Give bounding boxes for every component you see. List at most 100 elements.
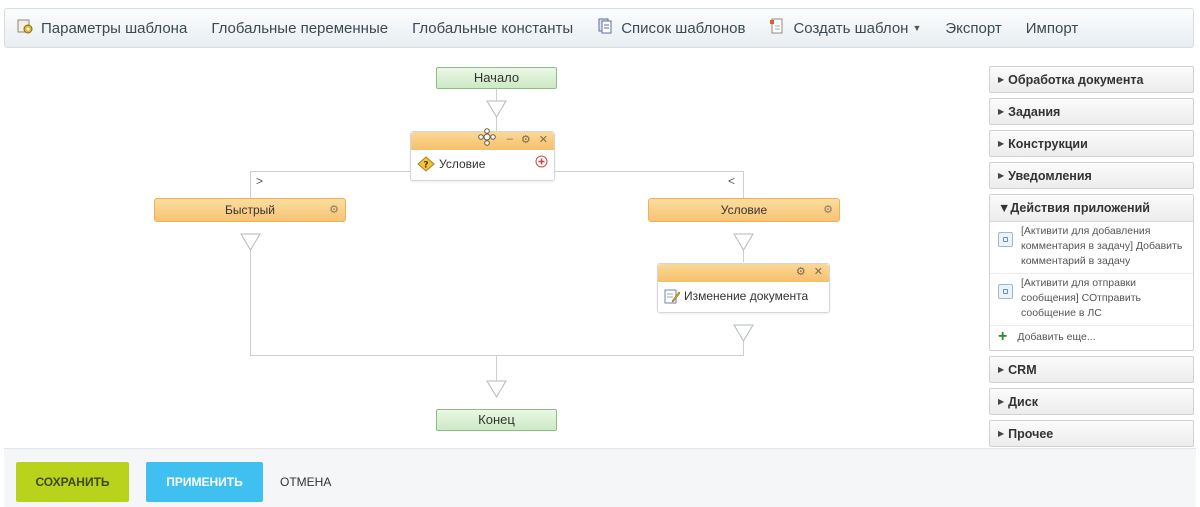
edit-document-icon bbox=[664, 289, 680, 304]
branch-fast-label: Быстрый bbox=[225, 203, 275, 217]
close-icon[interactable]: ✕ bbox=[538, 134, 548, 146]
gear-icon[interactable]: ⚙ bbox=[329, 204, 339, 216]
start-node[interactable]: Начало bbox=[436, 67, 557, 89]
export-label: Экспорт bbox=[945, 19, 1002, 37]
section-tasks[interactable]: ▶Задания bbox=[989, 98, 1194, 125]
section-label: Действия приложений bbox=[1010, 201, 1150, 215]
section-label: Конструкции bbox=[1008, 136, 1088, 151]
arrow-down-icon bbox=[486, 380, 507, 398]
section-other[interactable]: ▶Прочее bbox=[989, 420, 1194, 447]
template-list-icon bbox=[597, 18, 613, 38]
section-constructions[interactable]: ▶Конструкции bbox=[989, 130, 1194, 157]
cancel-button[interactable]: ОТМЕНА bbox=[280, 475, 332, 489]
activity-icon bbox=[998, 284, 1013, 299]
template-list-button[interactable]: Список шаблонов bbox=[585, 9, 757, 47]
section-label: Уведомления bbox=[1008, 168, 1092, 183]
template-list-label: Список шаблонов bbox=[621, 19, 746, 37]
section-label: Прочее bbox=[1008, 426, 1054, 441]
section-label: Задания bbox=[1008, 104, 1061, 119]
move-icon[interactable] bbox=[478, 128, 496, 146]
condition-icon: ? bbox=[417, 156, 435, 172]
triangle-right-icon: ▶ bbox=[998, 171, 1005, 180]
block-header[interactable]: ⚙ ✕ bbox=[658, 264, 829, 282]
activity-label: [Активити для добавления комментария в з… bbox=[1021, 225, 1183, 267]
activity-item[interactable]: [Активити для добавления комментария в з… bbox=[990, 222, 1193, 274]
document-change-block[interactable]: ⚙ ✕ Изменение документа bbox=[657, 263, 830, 313]
workflow-canvas[interactable]: Начало – ⚙ ✕ ? Условие > < Быстрый ⚙ bbox=[0, 52, 985, 444]
connector-line bbox=[743, 340, 744, 355]
close-icon[interactable]: ✕ bbox=[813, 266, 823, 278]
section-label: CRM bbox=[1008, 362, 1037, 377]
document-change-label: Изменение документа bbox=[684, 289, 809, 303]
create-template-label: Создать шаблон bbox=[793, 19, 909, 37]
end-node[interactable]: Конец bbox=[436, 409, 557, 431]
global-constants-button[interactable]: Глобальные константы bbox=[400, 9, 585, 47]
gear-icon[interactable]: ⚙ bbox=[823, 204, 833, 216]
template-settings-label: Параметры шаблона bbox=[41, 19, 188, 37]
arrow-down-icon bbox=[486, 100, 507, 118]
connector-line bbox=[555, 171, 743, 172]
template-settings-icon bbox=[17, 18, 33, 38]
section-app-actions: ▼Действия приложений [Активити для добав… bbox=[989, 194, 1194, 351]
activity-icon bbox=[998, 232, 1013, 247]
section-document-processing[interactable]: ▶Обработка документа bbox=[989, 66, 1194, 93]
section-crm[interactable]: ▶CRM bbox=[989, 356, 1194, 383]
connector-line bbox=[743, 248, 744, 262]
triangle-right-icon: ▶ bbox=[998, 429, 1005, 438]
branch-marker-left: > bbox=[256, 174, 264, 188]
block-header[interactable]: – ⚙ ✕ bbox=[411, 128, 554, 150]
apply-button[interactable]: ПРИМЕНИТЬ bbox=[146, 462, 263, 502]
activity-item[interactable]: [Активити для отправки сообщения] СОтпра… bbox=[990, 274, 1193, 326]
activities-panel: ▶Обработка документа ▶Задания ▶Конструкц… bbox=[989, 66, 1194, 452]
arrow-down-icon bbox=[240, 233, 261, 251]
section-notifications[interactable]: ▶Уведомления bbox=[989, 162, 1194, 189]
branch-condition[interactable]: Условие ⚙ bbox=[648, 198, 840, 222]
connector-line bbox=[250, 171, 410, 172]
chevron-down-icon: ▼ bbox=[912, 23, 922, 33]
triangle-down-icon: ▼ bbox=[998, 201, 1011, 215]
section-label: Диск bbox=[1008, 394, 1038, 409]
condition-label: Условие bbox=[439, 157, 486, 171]
branch-condition-label: Условие bbox=[720, 203, 768, 217]
svg-text:?: ? bbox=[423, 161, 428, 171]
gear-icon[interactable]: ⚙ bbox=[520, 134, 531, 146]
triangle-right-icon: ▶ bbox=[998, 75, 1005, 84]
triangle-right-icon: ▶ bbox=[998, 365, 1005, 374]
global-variables-label: Глобальные переменные bbox=[211, 19, 389, 37]
section-app-actions-header[interactable]: ▼Действия приложений bbox=[990, 195, 1193, 222]
connector-line bbox=[250, 171, 251, 207]
import-label: Импорт bbox=[1025, 19, 1079, 37]
section-label: Обработка документа bbox=[1008, 72, 1144, 87]
connector-line bbox=[496, 355, 497, 381]
branch-marker-right: < bbox=[728, 174, 736, 188]
export-button[interactable]: Экспорт bbox=[933, 9, 1013, 47]
global-variables-button[interactable]: Глобальные переменные bbox=[199, 9, 400, 47]
save-button[interactable]: СОХРАНИТЬ bbox=[16, 462, 129, 502]
connector-line bbox=[743, 171, 744, 207]
triangle-right-icon: ▶ bbox=[998, 397, 1005, 406]
connector-line bbox=[250, 248, 251, 355]
condition-block[interactable]: – ⚙ ✕ ? Условие bbox=[410, 128, 555, 181]
arrow-down-icon bbox=[733, 233, 754, 251]
activity-label: [Активити для отправки сообщения] СОтпра… bbox=[1021, 277, 1142, 319]
triangle-right-icon: ▶ bbox=[998, 139, 1005, 148]
action-bar: СОХРАНИТЬ ПРИМЕНИТЬ ОТМЕНА bbox=[4, 448, 1196, 507]
add-more-label: Добавить еще... bbox=[1017, 331, 1096, 343]
connector-line bbox=[250, 355, 744, 356]
branch-fast[interactable]: Быстрый ⚙ bbox=[154, 198, 346, 222]
create-template-button[interactable]: Создать шаблон ▼ bbox=[757, 9, 933, 47]
arrow-down-icon bbox=[733, 324, 754, 342]
collapse-icon[interactable]: – bbox=[506, 133, 513, 145]
import-button[interactable]: Импорт bbox=[1014, 9, 1090, 47]
create-template-icon bbox=[769, 18, 785, 38]
add-branch-icon[interactable] bbox=[535, 155, 548, 168]
plus-icon: + bbox=[998, 328, 1008, 345]
top-toolbar: Параметры шаблона Глобальные переменные … bbox=[4, 8, 1194, 48]
template-settings-button[interactable]: Параметры шаблона bbox=[5, 9, 199, 47]
gear-icon[interactable]: ⚙ bbox=[795, 266, 806, 278]
global-constants-label: Глобальные константы bbox=[412, 19, 574, 37]
add-more-link[interactable]: + Добавить еще... bbox=[990, 326, 1193, 350]
section-disk[interactable]: ▶Диск bbox=[989, 388, 1194, 415]
triangle-right-icon: ▶ bbox=[998, 107, 1005, 116]
